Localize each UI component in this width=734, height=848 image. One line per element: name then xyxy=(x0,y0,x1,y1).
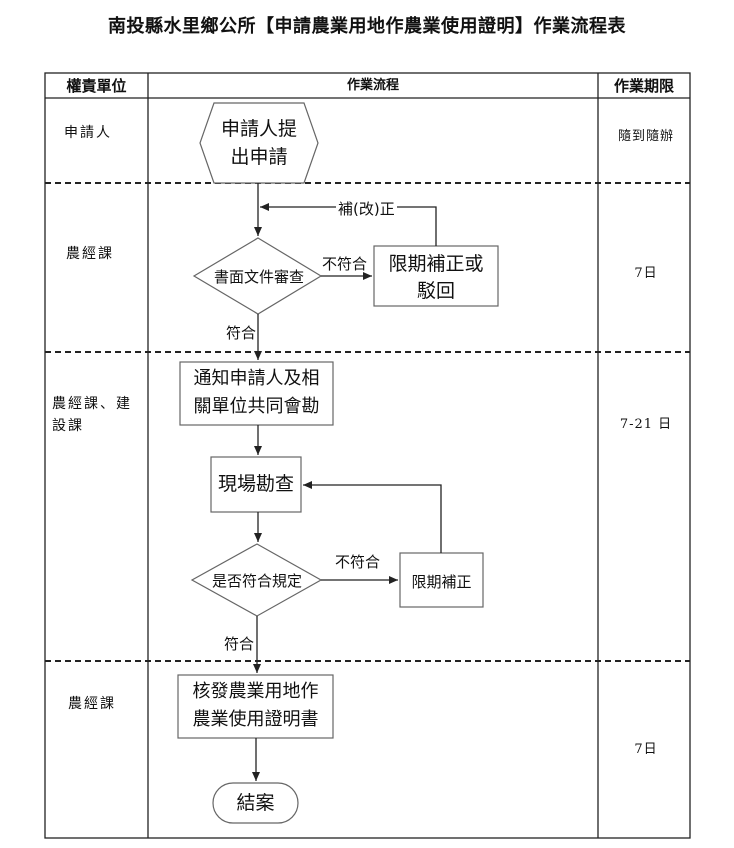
edge-label-supplement: 補(改)正 xyxy=(336,198,397,219)
doc-review-node-label: 書面文件審查 xyxy=(213,268,304,286)
apply-node-line2: 出申請 xyxy=(230,146,288,168)
edge-label-not-match-2: 不符合 xyxy=(335,553,381,571)
role-agri-construct-line2: 設課 xyxy=(52,418,84,434)
correct-or-reject-line2: 駁回 xyxy=(416,280,455,302)
apply-node-shape xyxy=(199,102,319,184)
table-frame xyxy=(44,72,691,839)
edge-supplement-loop xyxy=(260,203,437,246)
header-role: 權責單位 xyxy=(66,77,127,95)
compliance-check-node-label: 是否符合規定 xyxy=(211,572,302,590)
site-survey-node-label: 現場勘查 xyxy=(217,473,294,495)
edge-label-match-2: 符合 xyxy=(224,635,255,653)
edge-label-match-1: 符合 xyxy=(226,324,257,342)
deadline-review: 7日 xyxy=(634,266,658,281)
close-node-label: 結案 xyxy=(236,792,275,814)
deadline-survey: 7-21 日 xyxy=(619,417,673,432)
close-node-shape xyxy=(212,782,299,824)
notify-node-shape xyxy=(179,361,334,426)
deadline-immediate: 隨到隨辦 xyxy=(617,129,674,144)
header-process: 作業流程 xyxy=(346,78,399,93)
role-agri-construct-line1: 農經課、建 xyxy=(52,396,132,412)
apply-node-line1: 申請人提 xyxy=(220,118,297,140)
correct-node-shape xyxy=(399,552,484,608)
role-agri-section: 農經課 xyxy=(66,246,114,262)
edge-correct-loop xyxy=(303,481,442,553)
issue-node-shape xyxy=(177,674,334,739)
header-deadline: 作業期限 xyxy=(613,77,674,95)
issue-node-line1: 核發農業用地作 xyxy=(192,681,319,702)
correct-node-label: 限期補正 xyxy=(411,573,472,591)
role-agri-section-issue: 農經課 xyxy=(68,696,116,712)
edge-label-not-match-1: 不符合 xyxy=(322,255,368,273)
notify-node-line1: 通知申請人及相 xyxy=(193,368,320,389)
correct-or-reject-line1: 限期補正或 xyxy=(388,253,484,275)
page-title: 南投縣水里鄉公所【申請農業用地作農業使用證明】作業流程表 xyxy=(108,16,626,37)
notify-node-line2: 關單位共同會勘 xyxy=(193,396,320,417)
site-survey-node-shape xyxy=(210,456,302,513)
deadline-issue: 7日 xyxy=(634,742,658,757)
role-applicant: 申請人 xyxy=(64,125,112,141)
issue-node-line2: 農業使用證明書 xyxy=(192,709,319,730)
